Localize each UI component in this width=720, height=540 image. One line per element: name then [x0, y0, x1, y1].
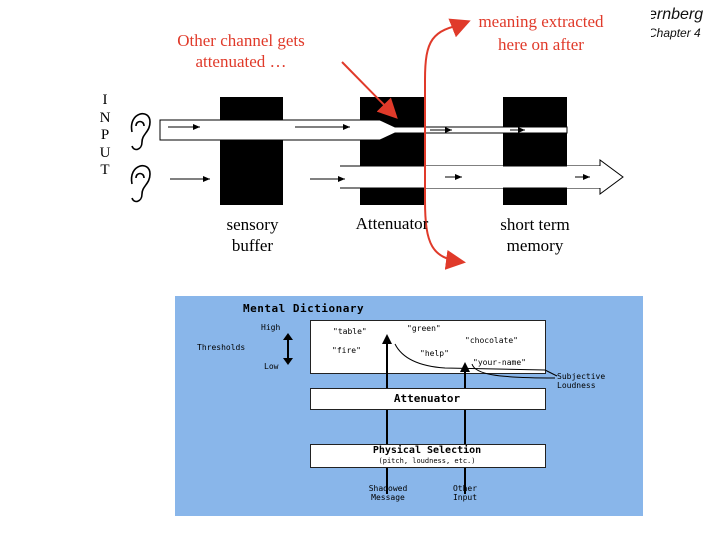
md-word-your-name: "your-name" — [473, 358, 526, 367]
label-attenuator: Attenuator — [355, 214, 429, 233]
sensory-buffer-block — [220, 97, 283, 205]
label-short-term-memory: short term memory — [480, 214, 590, 256]
ear-icon-upper — [130, 112, 151, 151]
md-shadowed-message: Shadowed Message — [353, 484, 423, 502]
md-word-chocolate: "chocolate" — [465, 336, 518, 345]
input-letter: P — [100, 127, 110, 143]
annotation-meaning: meaning extracted here on after — [466, 10, 616, 56]
red-bracket-meaning — [424, 23, 466, 270]
md-shadowed-line2: Message — [371, 493, 405, 502]
label-stm-line2: memory — [506, 236, 564, 255]
md-high: High — [261, 323, 281, 332]
input-letter: N — [99, 109, 111, 126]
md-word-green: "green" — [407, 324, 441, 333]
md-word-table: "table" — [333, 327, 367, 336]
input-letter: I — [102, 92, 108, 108]
md-connections — [382, 334, 558, 494]
annotation-attenuated-line2: attenuated … — [195, 52, 287, 71]
md-attenuator-label: Attenuator — [393, 392, 461, 405]
md-subjective-line1: Subjective — [557, 372, 606, 381]
attenuation-diagram: Other channel gets attenuated … meaning … — [70, 0, 651, 280]
ear-icon-lower — [130, 164, 151, 203]
md-other-line1: Other — [452, 484, 478, 493]
annotation-meaning-line1: meaning extracted — [478, 12, 604, 31]
md-word-help: "help" — [420, 349, 449, 358]
input-letter: T — [100, 162, 110, 178]
md-subjective-line2: Loudness — [557, 381, 596, 390]
input-label: I N P U T — [98, 92, 112, 180]
md-thresholds: Thresholds — [197, 343, 246, 352]
md-physical-box — [310, 444, 546, 468]
label-sensory-buffer: sensory buffer — [195, 214, 310, 256]
md-dictionary-box — [310, 320, 546, 374]
mental-dictionary-figure: Mental Dictionary High Thresholds Low "t… — [175, 296, 643, 516]
md-subjective-loudness: Subjective Loudness — [557, 372, 605, 390]
chapter-label: Chapter 4 — [648, 26, 701, 40]
label-stm-line1: short term — [500, 215, 570, 234]
label-sensory-line1: sensory — [226, 215, 279, 234]
input-letter: U — [99, 144, 111, 161]
threshold-double-arrow — [283, 333, 293, 365]
upper-channel-band — [159, 119, 568, 141]
md-attenuator-box — [310, 388, 546, 410]
md-title: Mental Dictionary — [243, 302, 365, 315]
md-other-line2: Input — [452, 493, 478, 502]
author-fragment: ernberg — [648, 6, 704, 23]
annotation-attenuated: Other channel gets attenuated … — [166, 30, 316, 72]
annotation-attenuated-line1: Other channel gets — [177, 31, 305, 50]
md-physical-label: Physical Selection — [372, 445, 482, 456]
md-shadowed-line1: Shadowed — [368, 484, 408, 493]
md-physical-sub: (pitch, loudness, etc.) — [378, 457, 476, 465]
md-low: Low — [264, 362, 279, 371]
red-arrow-attenuated — [341, 61, 398, 119]
label-sensory-line2: buffer — [231, 236, 274, 255]
md-other-input: Other Input — [437, 484, 493, 502]
stm-block — [503, 97, 567, 205]
attenuation-diagram-svg — [130, 18, 624, 270]
md-word-fire: "fire" — [332, 346, 361, 355]
annotation-meaning-line2: here on after — [498, 35, 584, 54]
